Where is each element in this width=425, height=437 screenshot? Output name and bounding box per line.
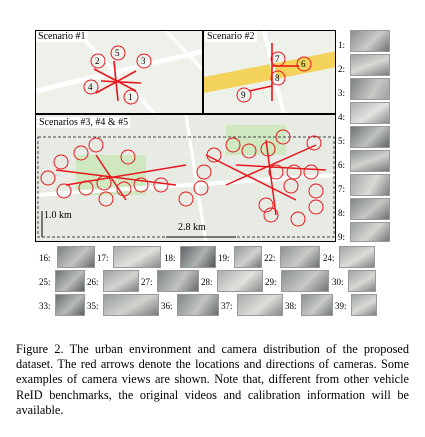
cam-view-label: 8: xyxy=(338,208,346,218)
right-column-views: 1: 2: 3: 4: 5: 6: 7: 8: 9: xyxy=(338,30,378,243)
cam-view-label: 38: xyxy=(285,301,297,311)
scenario-345-map: Scenarios #3, #4 & #5 1.0 km 2.8 km xyxy=(35,114,336,242)
camera-view-thumbnail xyxy=(350,30,390,52)
camera-view-thumbnail xyxy=(237,294,283,316)
cam-view-label: 7: xyxy=(338,184,346,194)
camera-view-thumbnail xyxy=(350,174,390,196)
camera-view-thumbnail xyxy=(157,270,199,292)
camera-view-thumbnail xyxy=(57,246,95,268)
camera-view-thumbnail xyxy=(280,246,320,268)
cam-view-label: 9: xyxy=(338,232,346,242)
cam-view-label: 1: xyxy=(338,40,346,50)
scenario-2-label: Scenario #2 xyxy=(205,31,257,42)
camera-view-thumbnail xyxy=(350,198,390,220)
thumb-row-3: 33: 35: 36: 37: 38: 39: xyxy=(35,294,378,318)
cam-label: 7 xyxy=(275,54,280,64)
camera-view-thumbnail xyxy=(350,78,390,100)
scenario-1-label: Scenario #1 xyxy=(36,31,88,42)
camera-view-thumbnail xyxy=(351,294,377,316)
scenario-2-svg xyxy=(204,31,335,113)
thumb-row-2: 25: 26: 27: 28: 29: 30: xyxy=(35,270,378,294)
camera-view-thumbnail xyxy=(348,270,376,292)
camera-view-thumbnail xyxy=(55,294,85,316)
cam-view-label: 6: xyxy=(338,160,346,170)
thumb-row-1: 16: 17: 18: 19: 22: 24: xyxy=(35,246,378,270)
camera-view-thumbnail xyxy=(103,294,159,316)
cam-label: 9 xyxy=(241,90,246,100)
cam-view-label: 27: xyxy=(141,277,153,287)
cam-view-label: 30: xyxy=(332,277,344,287)
cam-view-label: 3: xyxy=(338,88,346,98)
cam-view-label: 2: xyxy=(338,64,346,74)
cam-view-label: 28: xyxy=(201,277,213,287)
camera-view-thumbnail xyxy=(350,54,390,76)
cam-view-label: 22: xyxy=(264,253,276,263)
cam-view-label: 39: xyxy=(335,301,347,311)
figure-caption: Figure 2. The urban environment and came… xyxy=(16,342,409,417)
cam-view-label: 36: xyxy=(161,301,173,311)
scenario-2-map: Scenario #2 6 7 8 9 xyxy=(203,30,336,114)
camera-view-thumbnail xyxy=(113,246,161,268)
cam-label: 8 xyxy=(275,73,280,83)
camera-view-thumbnail xyxy=(177,294,219,316)
cam-view-label: 26: xyxy=(87,277,99,287)
cam-label: 4 xyxy=(88,82,93,92)
cam-label: 1 xyxy=(128,92,133,102)
scenario-1-svg xyxy=(36,31,202,113)
scale-bottom: 2.8 km xyxy=(178,222,206,233)
cam-view-label: 35: xyxy=(87,301,99,311)
cam-view-label: 37: xyxy=(221,301,233,311)
cam-view-label: 19: xyxy=(218,253,230,263)
cam-label: 5 xyxy=(115,48,120,58)
camera-view-thumbnail xyxy=(103,270,139,292)
cam-view-label: 16: xyxy=(39,253,51,263)
camera-view-thumbnail xyxy=(217,270,263,292)
cam-view-label: 18: xyxy=(164,253,176,263)
scenario-345-label: Scenarios #3, #4 & #5 xyxy=(37,117,131,128)
cam-view-label: 25: xyxy=(39,277,51,287)
cam-view-label: 33: xyxy=(39,301,51,311)
cam-label: 3 xyxy=(141,56,146,66)
scale-left: 1.0 km xyxy=(44,210,72,221)
cam-label: 2 xyxy=(95,56,100,66)
camera-view-thumbnail xyxy=(350,102,390,124)
cam-view-label: 29: xyxy=(265,277,277,287)
cam-view-label: 4: xyxy=(338,112,346,122)
camera-view-thumbnail xyxy=(350,126,390,148)
camera-view-thumbnail xyxy=(234,246,262,268)
camera-view-thumbnail xyxy=(350,150,390,172)
camera-view-thumbnail xyxy=(339,246,375,268)
cam-label: 6 xyxy=(301,59,306,69)
cam-view-label: 17: xyxy=(97,253,109,263)
camera-view-thumbnail xyxy=(55,270,85,292)
camera-view-thumbnail xyxy=(350,222,390,242)
camera-view-thumbnail xyxy=(180,246,216,268)
camera-view-thumbnail xyxy=(281,270,329,292)
cam-view-label: 5: xyxy=(338,136,346,146)
scenario-345-svg xyxy=(36,115,335,241)
cam-view-label: 24: xyxy=(323,253,335,263)
scenario-1-map: Scenario #1 1 2 3 4 5 xyxy=(35,30,203,114)
camera-view-thumbnail xyxy=(301,294,333,316)
